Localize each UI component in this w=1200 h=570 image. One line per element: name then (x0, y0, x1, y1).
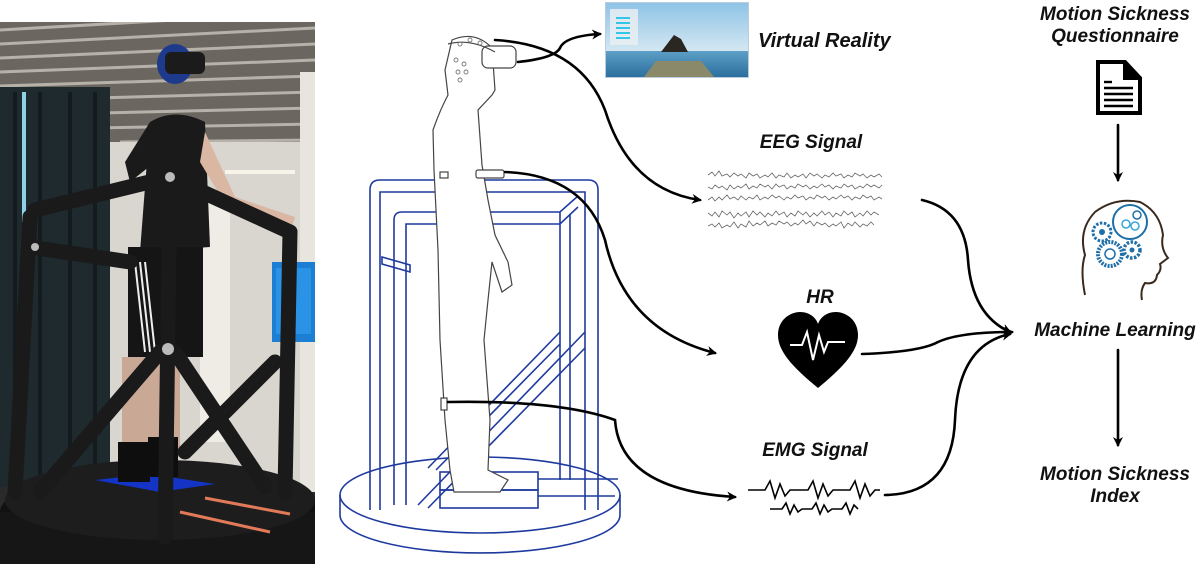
experiment-photo (0, 22, 315, 564)
photo-illustration (0, 22, 315, 564)
label-index-line2: Index (1090, 485, 1140, 507)
arrow-vr-to-screen (516, 29, 602, 64)
arrow-eeg-to-ml (920, 198, 1012, 334)
arrow-eeg (493, 38, 702, 204)
heart-rate-icon (778, 312, 858, 388)
label-virtual-reality: Virtual Reality (758, 30, 891, 52)
arrow-emg (446, 400, 737, 502)
label-hr: HR (806, 287, 834, 308)
label-index-line1: Motion Sickness (1040, 464, 1190, 485)
arrow-hr-to-ml (860, 327, 1014, 356)
vr-scene-screenshot (605, 2, 749, 78)
document-icon (1096, 60, 1142, 115)
label-questionnaire: Motion Sickness Questionnaire (1030, 4, 1200, 48)
label-machine-learning: Machine Learning (1034, 320, 1196, 341)
label-eeg-signal: EEG Signal (759, 132, 863, 153)
eeg-signal-traces (707, 170, 883, 229)
emg-signal-traces (748, 478, 880, 517)
label-emg-signal: EMG Signal (762, 440, 868, 461)
arrow-emg-to-ml (883, 330, 1012, 497)
label-questionnaire-line2: Questionnaire (1051, 25, 1179, 47)
label-questionnaire-line1: Motion Sickness (1040, 4, 1190, 25)
brain-gears-icon (1081, 199, 1170, 301)
label-motion-sickness-index: Motion Sickness Index (1030, 464, 1200, 508)
signal-arrows (446, 29, 1123, 502)
arrow-hr (503, 170, 717, 356)
vr-scene-illustration (606, 3, 748, 77)
participant-outline (432, 35, 517, 493)
